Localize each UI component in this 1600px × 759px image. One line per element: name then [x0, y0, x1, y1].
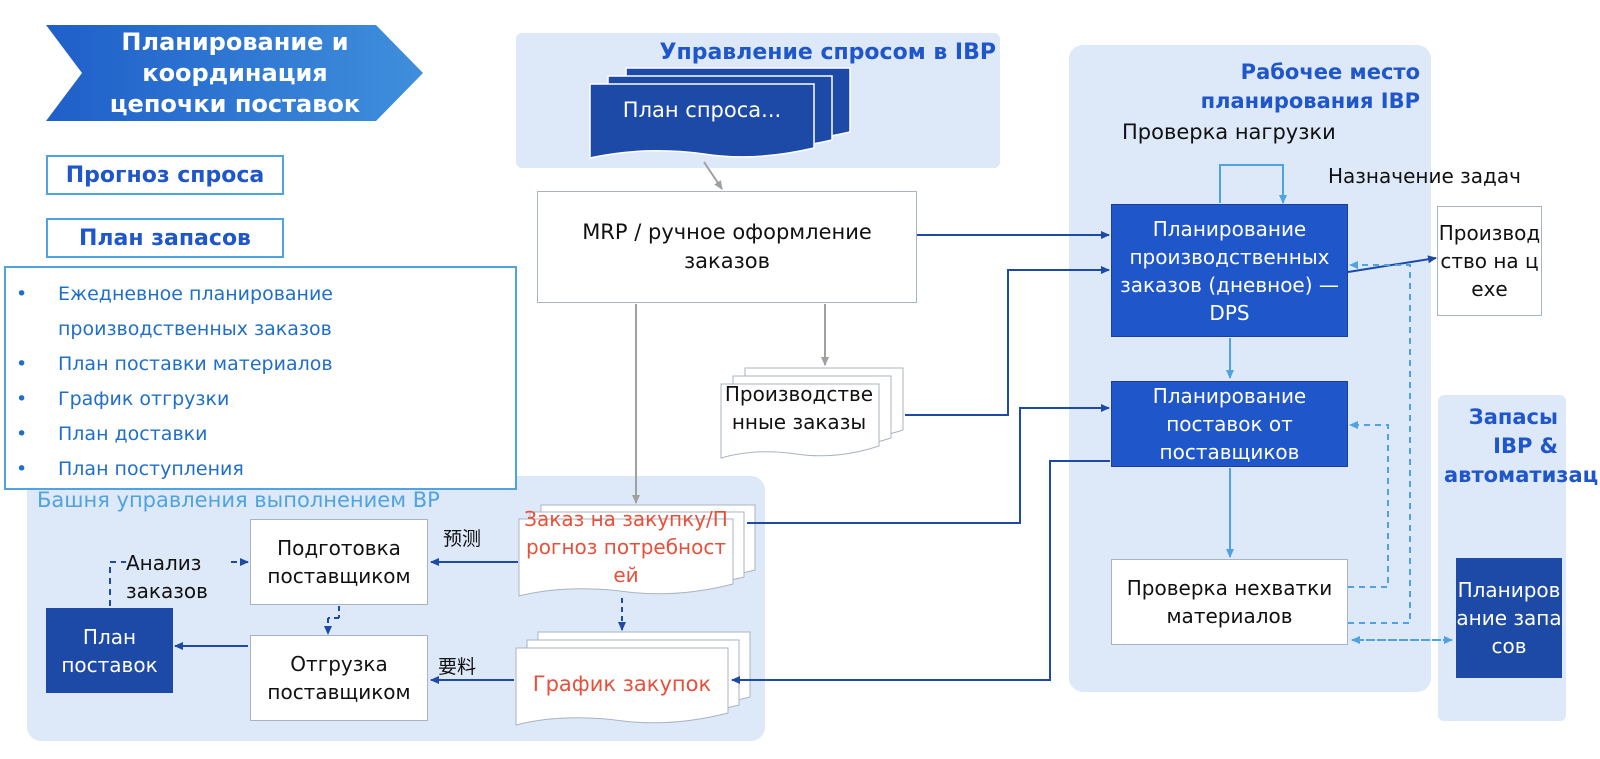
execution-tower-title: Башня управления выполнением BP [37, 488, 440, 512]
ibp-workspace-title: Рабочее место планирования IBP [1200, 60, 1420, 113]
forecast-cn-label: 预测 [443, 528, 482, 550]
list-item: •График отгрузки [16, 388, 230, 410]
purchase-request-node: Заказ на закупку/Прогноз потребностей [524, 507, 728, 587]
demand-management-title: Управление спросом в IBP [659, 40, 996, 65]
list-item: •План поставки материалов [16, 353, 333, 375]
material-cn-label: 要料 [438, 656, 477, 678]
list-item: •План поступления [16, 458, 244, 480]
demand-plan-stack [589, 67, 851, 159]
purchase-request-stack [518, 504, 756, 597]
purchase-schedule-node: График закупок [532, 672, 712, 696]
shop-floor-node: Производство на цехе [1437, 206, 1542, 316]
demand-forecast-box: Прогноз спроса [46, 155, 284, 195]
production-orders-node: Производственные заказы [724, 382, 874, 434]
supplier-ship-node: Отгрузка поставщиком [250, 635, 428, 721]
production-orders-stack [720, 367, 904, 459]
shortage-check-node: Проверка нехватки материалов [1111, 559, 1348, 645]
plans-list: •Ежедневное планирование производственны… [6, 277, 515, 487]
banner-title: Планирование и координация цепочки поста… [109, 27, 361, 118]
demand-plan-node: План спроса... [622, 98, 782, 122]
supplier-prep-node: Подготовка поставщиком [250, 519, 428, 605]
load-check-label: Проверка нагрузки [1122, 120, 1336, 144]
production-planning-node: Планирование производственных заказов (д… [1111, 204, 1348, 337]
order-analysis-label: Анализ заказов [126, 549, 226, 605]
list-item: •Ежедневное планирование [16, 283, 333, 305]
mrp-node: MRP / ручное оформление заказов [537, 191, 917, 303]
list-item: •План доставки [16, 423, 208, 445]
list-item: производственных заказов [58, 318, 332, 340]
delivery-plan-node: План поставок [46, 608, 173, 693]
plans-list-box: •Ежедневное планирование производственны… [4, 266, 517, 490]
supply-planning-node: Планирование поставок от поставщиков [1111, 381, 1348, 467]
inventory-plan-box: План запасов [46, 218, 284, 258]
task-assign-label: Назначение задач [1328, 164, 1521, 188]
inventory-planning-node: Планирование запасов [1456, 558, 1562, 678]
purchase-schedule-stack [515, 631, 751, 726]
